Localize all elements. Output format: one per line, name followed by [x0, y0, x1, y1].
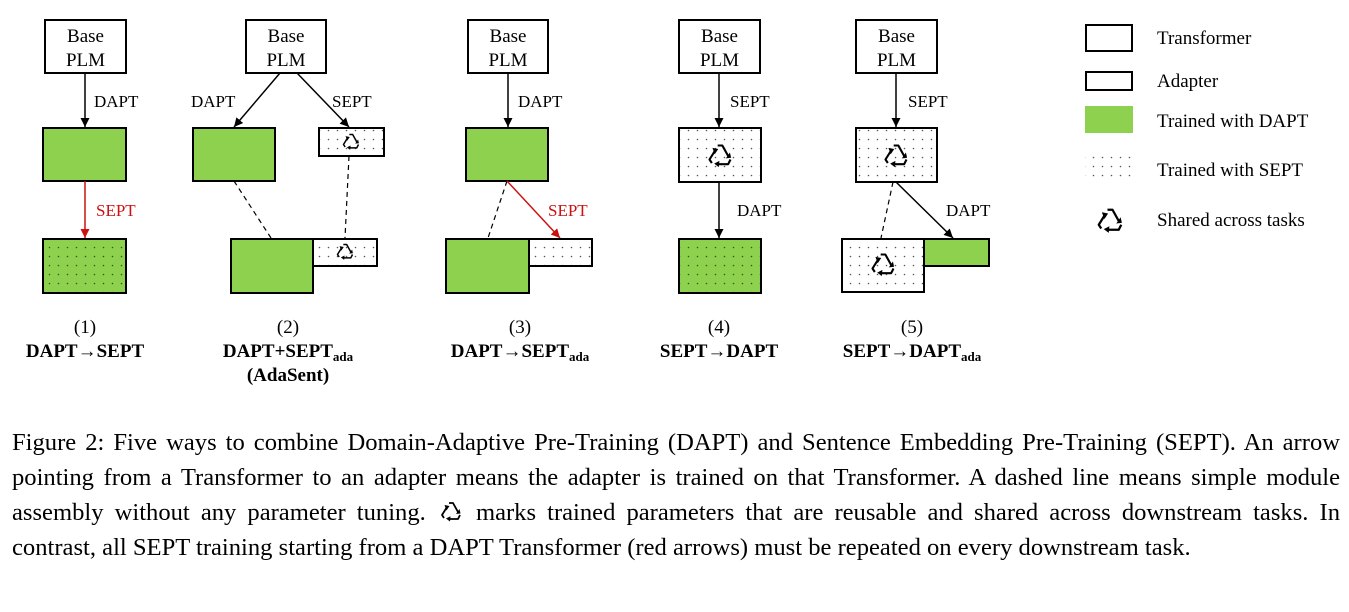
transformer-dapt [192, 127, 276, 182]
panel-number: (4) [708, 317, 730, 338]
base-plm-line1: Base [878, 26, 915, 47]
adapter-sept [312, 238, 378, 267]
legend-transformer-swatch [1085, 24, 1133, 52]
transformer-dapt-sept [42, 238, 127, 294]
base-plm-box: Base PLM [467, 19, 549, 74]
base-plm-line1: Base [268, 26, 305, 47]
transformer-dapt [42, 127, 127, 182]
assembly-dashed-line [880, 181, 894, 239]
legend-label-sept: Trained with SEPT [1157, 160, 1303, 181]
dapt-label: DAPT [737, 201, 782, 220]
adapter-dapt [923, 238, 990, 267]
base-plm-line1: Base [490, 26, 527, 47]
base-plm-line2: PLM [66, 50, 105, 71]
adapter-sept [318, 127, 385, 157]
panel-number: (5) [901, 317, 923, 338]
dapt-arrow [233, 72, 281, 128]
caption-text: Figure 2: Five ways to combine Domain-Ad… [12, 429, 1340, 526]
transformer-dapt [230, 238, 314, 294]
transformer-sept [678, 127, 762, 183]
base-plm-line2: PLM [700, 50, 739, 71]
legend-label-shared: Shared across tasks [1157, 210, 1305, 231]
legend: Transformer Adapter Trained with DAPT Tr… [1085, 24, 1309, 234]
panel-number: (2) [277, 317, 299, 338]
base-plm-line1: Base [67, 26, 104, 47]
figure-diagram: Base PLM DAPT SEPT (1) DAPT→SEPT Base PL… [26, 19, 1309, 386]
transformer-dapt [465, 127, 549, 182]
transformer-sept [841, 238, 925, 293]
dapt-arrow [895, 181, 954, 239]
panel-title: DAPT→SEPT [26, 341, 145, 362]
base-plm-line2: PLM [488, 50, 527, 71]
caption-text-continued: marks trained parameters that are reusab… [12, 499, 1340, 561]
panel-title: SEPT→DAPTada [843, 341, 982, 364]
sept-label: SEPT [908, 92, 948, 111]
panel-title: SEPT→DAPT [660, 341, 779, 362]
legend-adapter-swatch [1085, 71, 1133, 91]
sept-label: SEPT [730, 92, 770, 111]
adapter-sept [528, 238, 593, 267]
dapt-label: DAPT [94, 92, 139, 111]
legend-label-transformer: Transformer [1157, 28, 1252, 49]
panel-title: DAPT→SEPTada [451, 341, 590, 364]
figure-caption: Figure 2: Five ways to combine Domain-Ad… [12, 425, 1340, 565]
transformer-dapt [445, 238, 530, 294]
sept-arrow [296, 72, 350, 128]
base-plm-line2: PLM [877, 50, 916, 71]
legend-label-dapt: Trained with DAPT [1157, 111, 1309, 132]
base-plm-box: Base PLM [678, 19, 761, 74]
assembly-dashed-line [487, 180, 508, 239]
recycle-icon [440, 502, 462, 523]
base-plm-box: Base PLM [44, 19, 127, 74]
base-plm-box: Base PLM [855, 19, 938, 74]
dapt-label: DAPT [946, 201, 991, 220]
base-plm-line1: Base [701, 26, 738, 47]
panel-title: DAPT+SEPTada [223, 341, 354, 364]
panel-5: Base PLM SEPT DAPT (5) SEPT→DAPTada [841, 19, 991, 364]
panel-3: Base PLM DAPT SEPT (3) DAPT→SEPTada [445, 19, 593, 364]
recycle-icon [1097, 208, 1123, 234]
legend-dapt-swatch [1085, 106, 1133, 133]
base-plm-box: Base PLM [245, 19, 327, 74]
panel-number: (1) [74, 317, 96, 338]
panel-subtitle: (AdaSent) [247, 365, 329, 386]
legend-sept-swatch [1085, 156, 1133, 181]
dapt-label: DAPT [518, 92, 563, 111]
panel-2: Base PLM DAPT SEPT (2) DAPT+SEPTada (Ada… [191, 19, 385, 386]
transformer-sept [855, 127, 938, 183]
panel-1: Base PLM DAPT SEPT (1) DAPT→SEPT [26, 19, 145, 362]
base-plm-line2: PLM [266, 50, 305, 71]
sept-arrow-red [506, 180, 561, 239]
sept-label-red: SEPT [96, 201, 136, 220]
sept-label: SEPT [332, 92, 372, 111]
assembly-dashed-line [233, 180, 272, 239]
sept-label-red: SEPT [548, 201, 588, 220]
transformer-sept-dapt [678, 238, 762, 294]
dapt-label: DAPT [191, 92, 236, 111]
legend-label-adapter: Adapter [1157, 71, 1219, 92]
assembly-dashed-line [344, 155, 350, 239]
panel-number: (3) [509, 317, 531, 338]
panel-4: Base PLM SEPT DAPT (4) SEPT→DAPT [660, 19, 782, 362]
